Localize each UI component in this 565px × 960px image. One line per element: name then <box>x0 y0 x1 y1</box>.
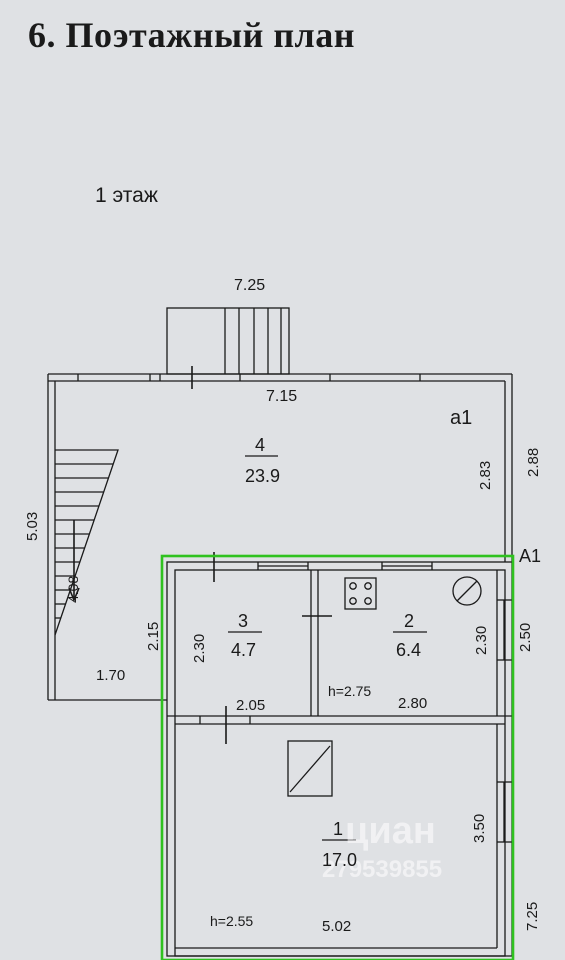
dim-room3-width: 2.05 <box>236 697 265 714</box>
dim-room1-width: 5.02 <box>322 918 351 935</box>
dim-right-outer-a1: 2.88 <box>525 448 542 477</box>
letter-veranda: a1 <box>450 407 472 429</box>
furnace-icon <box>287 740 333 797</box>
boiler-icon <box>452 576 482 606</box>
room-4-area: 23.9 <box>245 466 280 486</box>
room-4-number: 4 <box>255 435 265 455</box>
dim-left-height: 5.03 <box>24 512 41 541</box>
dim-room3-height: 2.30 <box>191 634 208 663</box>
room-1-number: 1 <box>333 819 343 839</box>
room-1-height: h=2.55 <box>210 913 253 929</box>
dim-porch-width: 7.25 <box>234 277 265 294</box>
plan-lines <box>47 307 513 957</box>
dim-right-inner-a1: 2.83 <box>477 461 494 490</box>
dim-room2-outer: 2.50 <box>517 623 534 652</box>
interior-stair <box>54 449 119 636</box>
dim-room1-height: 3.50 <box>471 814 488 843</box>
room-2-area: 6.4 <box>396 640 421 660</box>
page-title: 6. Поэтажный план <box>28 15 355 55</box>
dim-room2-height: 2.30 <box>473 626 490 655</box>
dim-stair-length: 4.08 <box>65 576 81 603</box>
dim-top-inner: 7.15 <box>266 388 297 405</box>
room-2-height: h=2.75 <box>328 683 371 699</box>
letter-main: A1 <box>519 546 541 566</box>
stove-icon <box>344 577 377 610</box>
room-1-area: 17.0 <box>322 850 357 870</box>
highlight-frame <box>160 554 515 960</box>
house-outline <box>166 561 513 957</box>
dim-step-height: 2.15 <box>145 622 162 651</box>
watermark-id: 279539855 <box>322 856 442 883</box>
dim-left-bottom: 1.70 <box>96 667 125 684</box>
dim-right-total: 7.25 <box>524 902 541 931</box>
dim-room2-width: 2.80 <box>398 695 427 712</box>
floor-label: 1 этаж <box>95 184 158 207</box>
room-3-number: 3 <box>238 611 248 631</box>
room-2-number: 2 <box>404 611 414 631</box>
watermark-brand: циан <box>345 810 436 852</box>
porch <box>166 307 290 375</box>
room-3-area: 4.7 <box>231 640 256 660</box>
